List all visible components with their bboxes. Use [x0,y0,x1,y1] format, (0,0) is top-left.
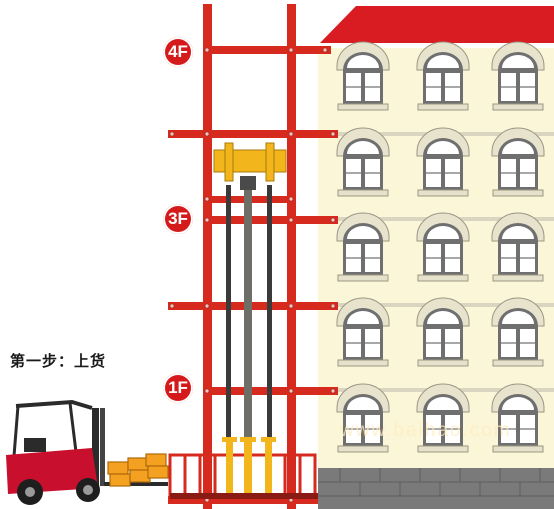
cargo-box [145,453,167,467]
platform-post [226,440,233,496]
hydraulic-cylinder [244,185,252,465]
building-roof [318,6,554,45]
forklift-forks [104,482,168,486]
window [491,41,545,111]
platform-cap [261,437,276,442]
forklift-mast [100,408,105,486]
forklift-wheel-hub [25,487,35,497]
window [336,41,390,111]
forklift-cab-roof [15,399,93,410]
floor-badge-3f: 3F [163,204,193,234]
window [416,41,470,111]
cargo-box [109,473,131,487]
window [416,127,470,197]
frame-beam [168,496,318,504]
frame-column-right [287,4,296,509]
window [416,212,470,282]
forklift-cab-pillar [12,405,20,457]
cargo-box [129,469,151,483]
guide-rail [226,185,231,475]
frame-beam [168,302,338,310]
window [491,127,545,197]
forklift [6,399,168,505]
platform-cap [222,437,237,442]
window [491,297,545,367]
platform-post [265,440,272,496]
lift-frame [168,4,338,509]
frame-beam [168,130,338,138]
watermark: www.baihao.com [340,420,512,441]
window [336,297,390,367]
forklift-seat [24,438,46,452]
cargo-box [147,465,169,479]
building-base [318,468,554,509]
windows [336,41,545,453]
cargo-platform [168,437,318,499]
window [336,212,390,282]
window [336,127,390,197]
top-carriage [213,142,287,182]
carriage-post [224,142,234,182]
frame-column-left [203,4,212,509]
platform-deck [170,493,318,499]
window [491,212,545,282]
forklift-wheel-hub [83,485,93,495]
floor-badge-4f: 4F [163,37,193,67]
cargo-box [107,461,129,475]
lift-rails [226,176,272,475]
cylinder-head [240,176,256,190]
platform-cap [240,437,256,442]
base-bricks [318,468,554,497]
cargo-box [127,457,149,471]
cargo-boxes [107,453,169,487]
guide-rail [267,185,272,475]
forklift-mast [92,408,99,486]
frame-beam [203,46,331,54]
bolt-plates [169,47,336,503]
window [416,297,470,367]
floor-badge-1f: 1F [163,373,193,403]
carriage-post [265,142,275,182]
platform-post [244,440,252,496]
step-label: 第一步：上货 [10,352,107,370]
forklift-cab-pillar [68,402,78,453]
